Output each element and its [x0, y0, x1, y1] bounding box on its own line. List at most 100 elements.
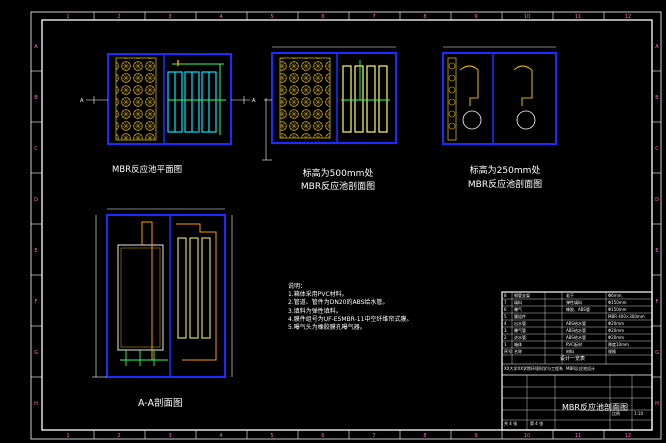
border-tick-bottom: 5	[270, 433, 273, 439]
tb-cell: Φ6mm	[608, 293, 622, 298]
section-aa-view	[92, 208, 233, 378]
dimension-lines	[262, 46, 396, 161]
caption-section-500-line1: 标高为500mm处	[302, 169, 374, 179]
outlet-pipe	[141, 221, 217, 361]
plan-view: A A	[80, 53, 256, 145]
tb-cell: 填料	[514, 300, 522, 305]
border-tick-side: F	[656, 299, 659, 305]
notes-item: 1.箱体采用PVC材料。	[288, 291, 348, 299]
section-250-view	[442, 46, 557, 145]
border-tick-bottom: 2	[117, 433, 120, 439]
border-tick-bottom: 4	[219, 433, 222, 439]
border-tick-side: G	[34, 350, 38, 356]
border-tick-bottom: 11	[575, 433, 581, 439]
border-tick-bottom: 3	[168, 433, 171, 439]
border-tick-top: 6	[321, 14, 324, 20]
tb-cell: 8	[504, 293, 507, 298]
caption-section-aa: A-A剖面图	[138, 398, 183, 409]
title-block	[501, 291, 653, 431]
tb-cell: 若干	[566, 293, 574, 298]
border-tick-bottom: 8	[423, 433, 426, 439]
border-tick-side: H	[34, 401, 38, 407]
tb-cell: Φ150mm	[608, 307, 627, 312]
border-tick-side: G	[655, 350, 659, 356]
notes-item: 3.填料为弹性填料。	[288, 307, 342, 315]
packing-frame	[117, 244, 164, 351]
tb-header: 序号	[504, 349, 512, 354]
tb-cell: 出水管	[514, 321, 526, 326]
diffuser-row	[448, 62, 456, 130]
aeration-pipe	[120, 350, 168, 366]
border-tick-top: 4	[219, 14, 222, 20]
design-notes: 说明： 1.箱体采用PVC材料。 2.管道、管件为DN20的ABS给水管。 3.…	[288, 283, 412, 332]
tb-cell: PVC板材	[566, 342, 582, 347]
tb-cell: ABS给水管	[566, 321, 586, 326]
aeration-pipe	[168, 63, 226, 135]
border-tick-side: B	[655, 95, 659, 101]
packing-zone	[279, 57, 331, 139]
tb-scale-label: 比例	[612, 411, 620, 416]
tb-project: MBR反应池设计	[566, 366, 595, 371]
tb-cell: 橡胶、ABS管	[566, 307, 590, 312]
tb-design-label: 设计一览表	[560, 356, 586, 362]
tb-cell: 1	[504, 342, 507, 347]
border-tick-bottom: 1	[66, 433, 69, 439]
caption-section-250-line2: MBR反应池剖面图	[467, 180, 543, 190]
tb-school: XX大学XX学院环境科学与工程系	[504, 366, 563, 371]
aeration-pipe	[341, 60, 390, 101]
tb-cell: Φ150mm	[608, 300, 627, 305]
membrane-module	[342, 65, 388, 133]
border-tick-top: 7	[372, 14, 375, 20]
tb-cell: 进水管	[514, 335, 526, 340]
tb-header: 名称	[514, 349, 522, 354]
notes-item: 4.膜件组号为UF-ESMBR-11中空纤维帘式膜。	[288, 315, 413, 323]
border-tick-top: 9	[474, 14, 477, 20]
border-tick-top: 11	[575, 14, 581, 20]
border-tick-side: B	[34, 95, 38, 101]
tb-cell: ABS给水管	[566, 328, 586, 333]
border-tick-side: H	[655, 401, 659, 407]
membrane-module	[177, 237, 211, 339]
border-tick-top: 5	[270, 14, 273, 20]
tb-cell: 4	[504, 321, 507, 326]
border-tick-top: 8	[423, 14, 426, 20]
caption-section-250-line1: 标高为250mm处	[469, 166, 541, 176]
tb-header: 规格	[608, 349, 616, 354]
border-tick-side: E	[34, 248, 37, 254]
packing-zone	[115, 57, 157, 141]
border-tick-side: C	[34, 146, 38, 152]
tb-cell: 6	[504, 307, 507, 312]
tb-cell: 5	[504, 314, 507, 319]
tb-cell: 膜组件	[514, 314, 526, 319]
tb-cell: 厚度10mm	[608, 342, 629, 347]
border-tick-side: E	[655, 248, 658, 254]
tb-cell: MBR 400×300mm	[608, 314, 645, 319]
section-marker-a: A	[252, 98, 256, 104]
dimension-lines	[92, 208, 233, 378]
membrane-module	[167, 71, 217, 133]
notes-item: 2.管道、管件为DN20的ABS给水管。	[288, 299, 389, 307]
section-line-a	[86, 96, 250, 104]
tb-cell: 3	[504, 328, 507, 333]
tb-cell: ABS给水管	[566, 335, 586, 340]
caption-plan: MBR反应池平面图	[112, 165, 183, 175]
border-tick-side: C	[655, 146, 659, 152]
border-tick-side: D	[34, 197, 38, 203]
border-tick-bottom: 12	[625, 433, 631, 439]
tb-cell: Φ20mm	[608, 335, 625, 340]
tb-scale-value: 1:10	[634, 411, 643, 416]
caption-section-500-line2: MBR反应池剖面图	[300, 182, 376, 192]
tb-cell: 2	[504, 335, 507, 340]
aeration-pipe	[459, 65, 536, 130]
tb-cell: Φ20mm	[608, 321, 625, 326]
notes-item: 5.曝气头为橡胶膜孔曝气器。	[288, 324, 366, 332]
border-tick-bottom: 7	[372, 433, 375, 439]
border-tick-top: 1	[66, 14, 69, 20]
tb-cell: Φ20mm	[608, 328, 625, 333]
tb-header: 材料	[566, 349, 574, 354]
border-tick-top: 12	[625, 14, 631, 20]
border-tick-side: F	[35, 299, 38, 305]
border-tick-side: A	[34, 44, 38, 50]
tb-cell: 弹性填料	[566, 300, 582, 305]
